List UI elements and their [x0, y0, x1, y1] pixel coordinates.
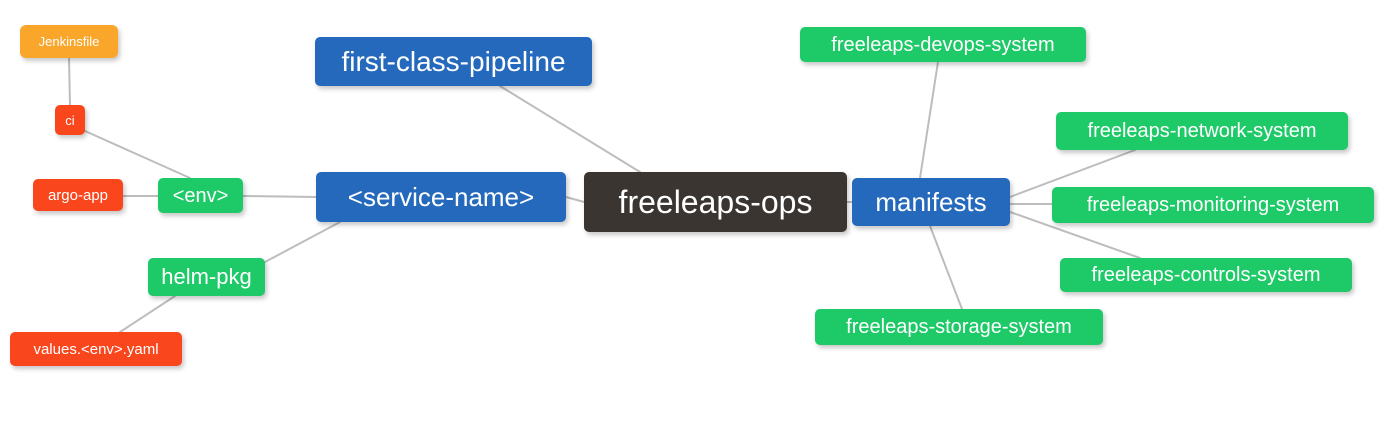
node-service-name[interactable]: <service-name>	[316, 172, 566, 222]
node-freeleaps-devops-system[interactable]: freeleaps-devops-system	[800, 27, 1086, 62]
edge-first-class-pipeline-to-freeleaps-ops	[499, 85, 641, 173]
edge-ci-to-env	[84, 130, 191, 179]
node-label-freeleaps-ops: freeleaps-ops	[618, 184, 813, 220]
edge-env-to-service-name	[242, 195, 317, 198]
node-manifests[interactable]: manifests	[852, 178, 1010, 226]
edge-service-name-to-helm-pkg	[264, 221, 341, 263]
node-helm-pkg[interactable]: helm-pkg	[148, 258, 265, 296]
edge-helm-pkg-to-values-yaml	[119, 295, 176, 333]
node-label-helm-pkg: helm-pkg	[161, 264, 252, 289]
node-label-first-class-pipeline: first-class-pipeline	[341, 45, 566, 77]
node-label-freeleaps-devops-system: freeleaps-devops-system	[831, 33, 1055, 56]
node-freeleaps-monitoring-system[interactable]: freeleaps-monitoring-system	[1052, 187, 1374, 223]
node-label-service-name: <service-name>	[347, 182, 535, 212]
edge-manifests-to-freeleaps-storage-system	[929, 225, 963, 310]
edge-manifests-to-freeleaps-devops-system	[919, 61, 939, 179]
node-label-freeleaps-monitoring-system: freeleaps-monitoring-system	[1086, 194, 1340, 216]
node-label-values-yaml: values.<env>.yaml	[33, 340, 159, 358]
node-freeleaps-controls-system[interactable]: freeleaps-controls-system	[1060, 258, 1352, 292]
node-label-freeleaps-controls-system: freeleaps-controls-system	[1091, 264, 1321, 286]
node-label-ci: ci	[65, 112, 75, 128]
edge-jenkinsfile-to-ci	[68, 57, 71, 106]
node-argo-app[interactable]: argo-app	[33, 179, 123, 211]
node-label-jenkinsfile: Jenkinsfile	[38, 34, 100, 49]
node-label-freeleaps-storage-system: freeleaps-storage-system	[846, 316, 1072, 338]
node-first-class-pipeline[interactable]: first-class-pipeline	[315, 37, 592, 86]
node-label-freeleaps-network-system: freeleaps-network-system	[1087, 120, 1317, 142]
node-freeleaps-network-system[interactable]: freeleaps-network-system	[1056, 112, 1348, 150]
node-freeleaps-storage-system[interactable]: freeleaps-storage-system	[815, 309, 1103, 345]
node-ci[interactable]: ci	[55, 105, 85, 135]
node-freeleaps-ops[interactable]: freeleaps-ops	[584, 172, 847, 232]
node-env[interactable]: <env>	[158, 178, 243, 213]
edge-service-name-to-freeleaps-ops	[565, 196, 585, 203]
node-label-argo-app: argo-app	[47, 186, 109, 204]
node-values-yaml[interactable]: values.<env>.yaml	[10, 332, 182, 366]
node-jenkinsfile[interactable]: Jenkinsfile	[20, 25, 118, 58]
node-label-manifests: manifests	[875, 187, 987, 217]
node-label-env: <env>	[172, 184, 229, 207]
